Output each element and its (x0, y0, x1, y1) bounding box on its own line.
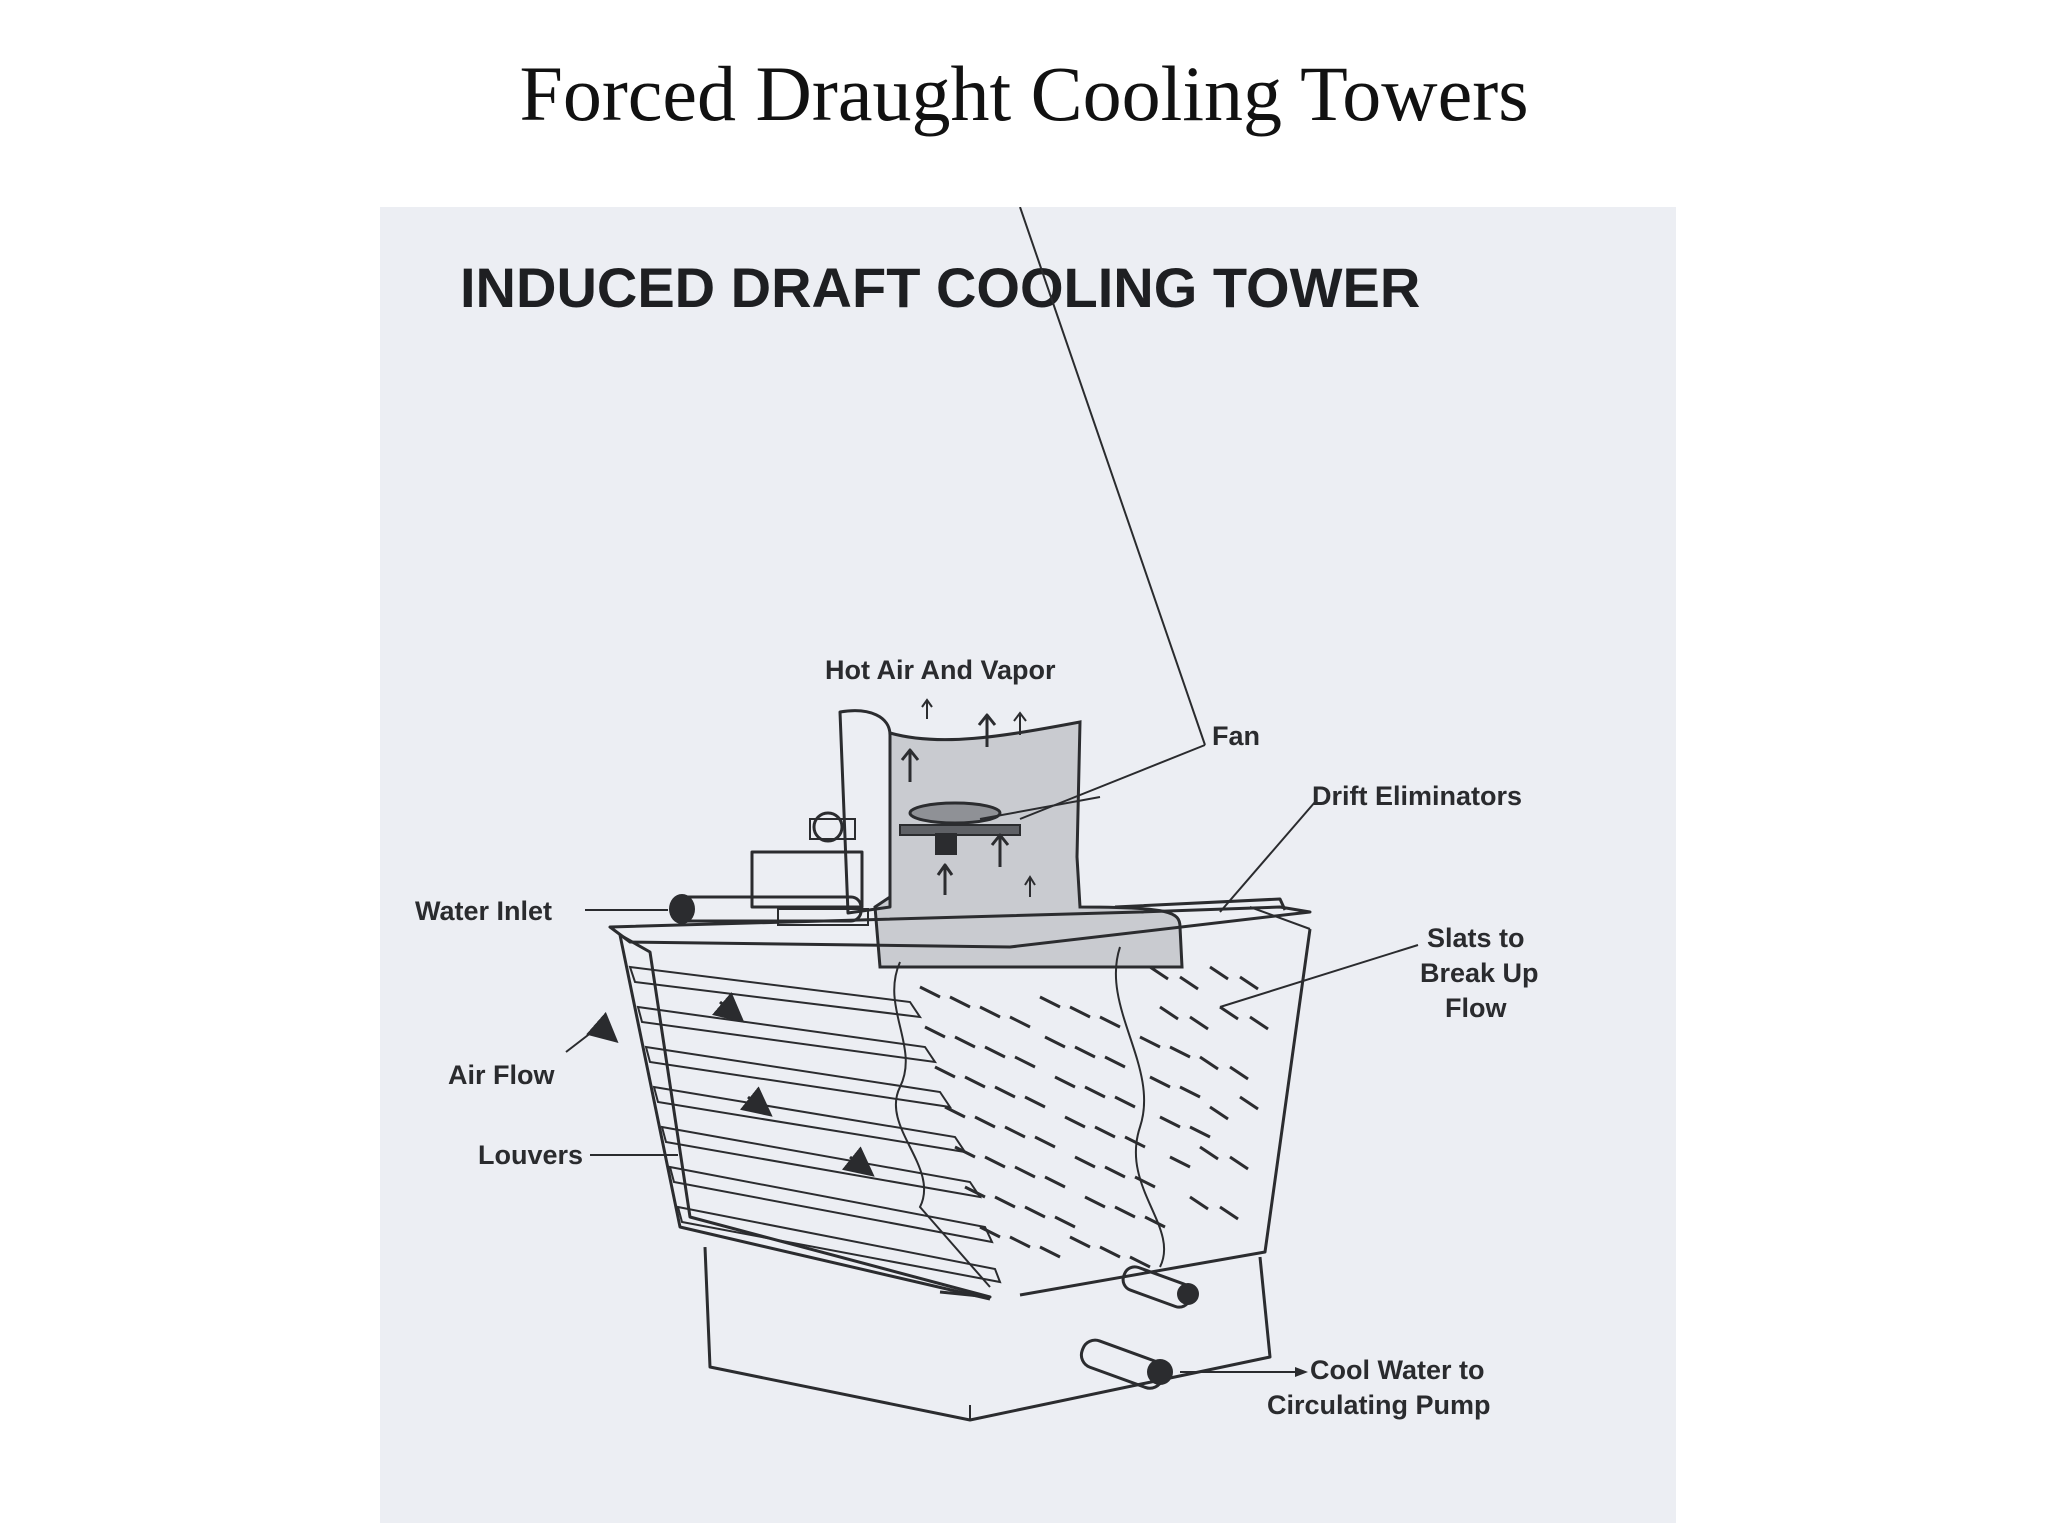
label-cool-water-line2: Circulating Pump (1267, 1390, 1491, 1420)
label-slats-line1: Slats to (1427, 923, 1525, 953)
cooling-tower-diagram: INDUCED DRAFT COOLING TOWER (415, 207, 1539, 1422)
label-air-flow: Air Flow (448, 1060, 555, 1090)
cooling-tower-figure: INDUCED DRAFT COOLING TOWER (380, 207, 1676, 1523)
label-cool-water-line1: Cool Water to (1310, 1355, 1485, 1385)
label-drift-eliminators: Drift Eliminators (1312, 781, 1522, 811)
cool-water-arrowhead (1295, 1367, 1308, 1377)
figure-heading: INDUCED DRAFT COOLING TOWER (460, 256, 1420, 319)
hot-air-arrows (900, 698, 1036, 897)
fill-slats (919, 965, 1269, 1269)
leader-drift-eliminators (1219, 801, 1316, 913)
air-flow-arrows (586, 992, 875, 1177)
label-hot-air-and-vapor: Hot Air And Vapor (825, 655, 1056, 685)
water-inlet-pipe (669, 894, 869, 926)
fan-stack (838, 709, 1184, 969)
motor-housing (750, 811, 864, 909)
leader-fan (1019, 207, 1206, 746)
slide-title: Forced Draught Cooling Towers (519, 50, 1529, 137)
label-louvers: Louvers (478, 1140, 583, 1170)
leader-fan-line (1019, 744, 1206, 820)
leader-air-flow (565, 1031, 593, 1053)
leader-slats (1219, 944, 1419, 1008)
label-water-inlet: Water Inlet (415, 896, 552, 926)
tower-body (618, 906, 1312, 1301)
label-slats-line3: Flow (1445, 993, 1507, 1023)
fan-assembly (899, 796, 1101, 855)
cold-water-basin (703, 1246, 1272, 1422)
label-fan: Fan (1212, 721, 1260, 751)
label-slats-line2: Break Up (1420, 958, 1539, 988)
outlet-pipes (1079, 1265, 1199, 1390)
